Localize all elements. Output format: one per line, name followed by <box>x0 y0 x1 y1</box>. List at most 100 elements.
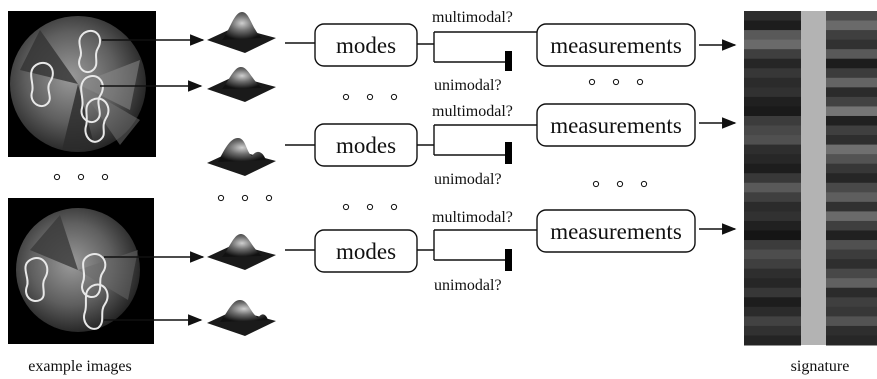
signature-cell <box>826 259 877 270</box>
signature-cell <box>744 30 801 41</box>
signature-cell <box>826 87 877 98</box>
signature-cell <box>826 49 877 60</box>
signature-cell <box>826 211 877 222</box>
ellipsis-dots-icon <box>592 180 648 188</box>
signature-cell <box>826 20 877 31</box>
signature-cell <box>744 135 801 146</box>
unimodal-label: unimodal? <box>434 277 502 294</box>
signature-cell <box>826 39 877 50</box>
signature-cell <box>826 287 877 298</box>
signature-cell <box>744 211 801 222</box>
signature-cell <box>744 325 801 336</box>
signature-cell <box>744 173 801 184</box>
signature-cell <box>826 182 877 193</box>
signature-cell <box>826 68 877 79</box>
modes-box <box>314 229 418 273</box>
example-image-1 <box>8 11 156 157</box>
signature-cell <box>826 201 877 212</box>
signature-cell <box>744 316 801 327</box>
signature-cell <box>826 154 877 165</box>
signature-cell <box>826 325 877 336</box>
signature-cell <box>744 268 801 279</box>
region-outline-a <box>78 29 102 74</box>
region-outline-f <box>24 257 49 302</box>
signature-cell <box>826 220 877 231</box>
signature-cell <box>826 115 877 127</box>
modes-label: modes <box>336 133 396 158</box>
signature-cell <box>744 201 801 212</box>
signature-column-left <box>744 11 801 346</box>
signature-cell <box>826 106 877 117</box>
signature-cell <box>744 249 801 260</box>
signature-cell <box>744 220 801 231</box>
signature-cell <box>826 335 877 346</box>
signature-cell <box>744 49 801 60</box>
measurements-box <box>536 23 696 67</box>
signature-cell <box>744 192 801 203</box>
caption-signature: signature <box>791 358 850 375</box>
signature-cell <box>744 68 801 79</box>
signature-cell <box>826 135 877 146</box>
signature-cell <box>744 230 801 241</box>
caption-example-images: example images <box>28 358 132 375</box>
ellipsis-dots-icon <box>53 173 109 181</box>
ellipsis-dots-icon <box>217 194 273 202</box>
signature-cell <box>826 192 877 203</box>
signature-cell <box>744 58 801 69</box>
multimodal-label: multimodal? <box>432 103 513 120</box>
signature-cell <box>744 39 801 50</box>
stage-1: modes multimodal? unimodal? measurements <box>314 9 737 94</box>
density-surface-icon <box>207 300 276 336</box>
signature-cell <box>826 249 877 260</box>
measurements-label: measurements <box>550 219 682 244</box>
signature-cell <box>744 11 801 22</box>
signature-cell <box>826 173 877 184</box>
stop-bar <box>505 249 512 271</box>
signature-cell <box>744 287 801 298</box>
signature-cell <box>744 20 801 31</box>
signature-cell <box>744 106 801 117</box>
signature-cell <box>744 163 801 174</box>
ellipsis-dots-icon <box>342 203 398 211</box>
signature-cell <box>826 77 877 88</box>
signature-cell <box>826 96 877 107</box>
signature-cell <box>744 240 801 251</box>
signature-cell <box>744 96 801 107</box>
signature-cell <box>744 278 801 289</box>
signature-cell <box>744 335 801 346</box>
signature-strip <box>744 11 877 346</box>
signature-cell <box>826 297 877 308</box>
signature-cell <box>744 77 801 88</box>
signature-cell <box>826 268 877 279</box>
signature-cell <box>826 163 877 174</box>
density-surface-icon <box>207 12 276 53</box>
signature-cell <box>826 125 877 136</box>
measurements-box <box>536 209 696 253</box>
measurements-box <box>536 103 696 147</box>
signature-cell <box>826 58 877 69</box>
stop-bar <box>505 51 512 71</box>
signature-cell <box>826 240 877 251</box>
signature-cell <box>826 30 877 41</box>
region-outline-g <box>83 283 109 330</box>
stage-3: modes multimodal? unimodal? measurements <box>314 209 737 294</box>
signature-cell <box>826 144 877 155</box>
region-outline-b <box>30 62 54 108</box>
signature-cell <box>826 278 877 289</box>
modes-box <box>314 23 418 67</box>
signature-cell <box>744 115 801 127</box>
measurements-label: measurements <box>550 33 682 58</box>
modes-label: modes <box>336 33 396 58</box>
signature-cell <box>744 125 801 136</box>
modes-label: modes <box>336 239 396 264</box>
ellipsis-dots-icon <box>588 78 644 86</box>
signature-cell <box>744 87 801 98</box>
signature-cell <box>826 316 877 327</box>
multimodal-label: multimodal? <box>432 9 513 26</box>
signature-cell <box>744 154 801 165</box>
stage-2: modes multimodal? unimodal? measurements <box>314 103 737 188</box>
signature-cell <box>826 230 877 241</box>
signature-column-right <box>826 11 877 346</box>
region-outline-d <box>84 97 110 143</box>
